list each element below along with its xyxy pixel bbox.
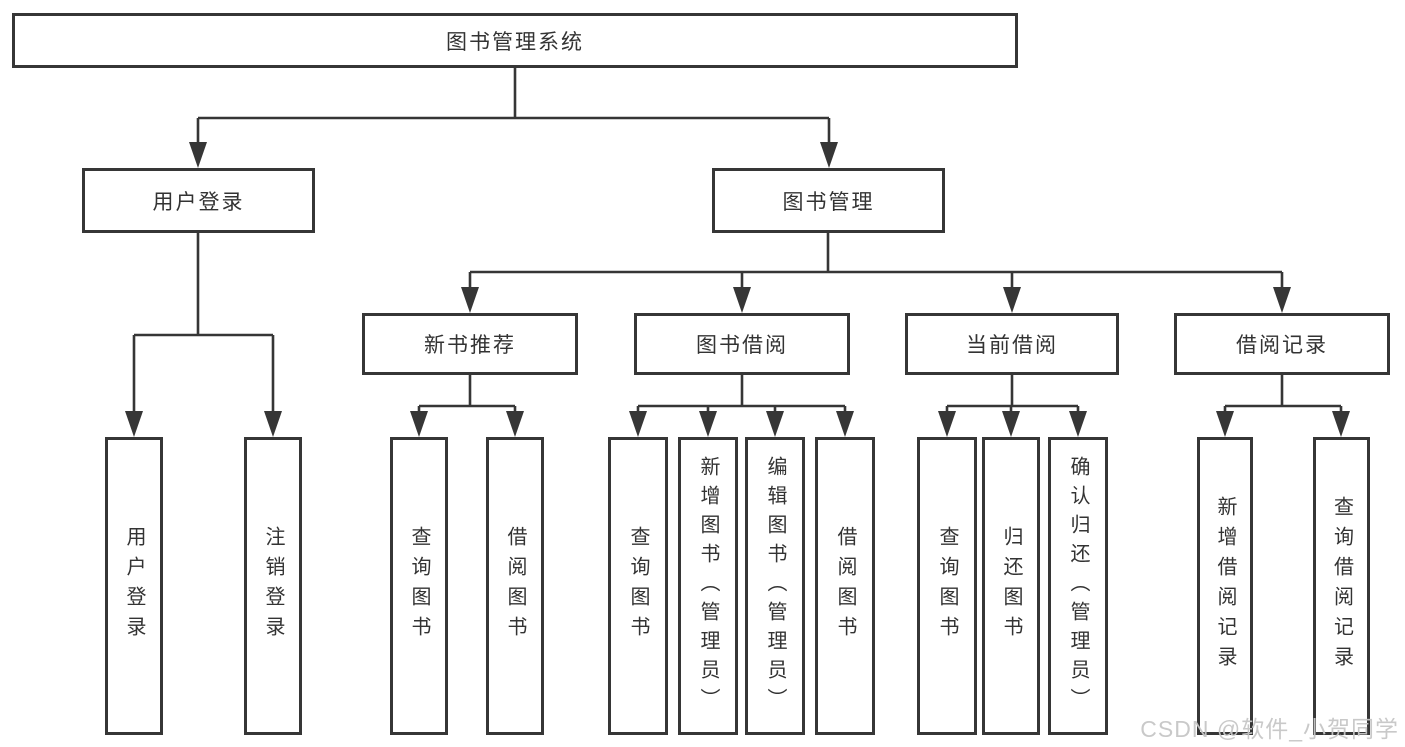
leaf-current-query-books-label: 查询图书 <box>936 526 958 646</box>
csdn-watermark: CSDN @软件_小贺同学 <box>1140 716 1399 742</box>
node-borrow-records-label: 借阅记录 <box>1236 334 1328 357</box>
node-user-login-label: 用户登录 <box>152 190 245 214</box>
node-book-mgmt: 图书管理 <box>712 168 945 233</box>
node-user-login: 用户登录 <box>82 168 315 233</box>
connector-root-to-level1 <box>189 68 838 168</box>
node-root: 图书管理系统 <box>12 13 1018 68</box>
leaf-records-query-label: 查询借阅记录 <box>1330 496 1353 676</box>
connector-userlogin-to-leaves <box>125 233 282 437</box>
node-borrow-records: 借阅记录 <box>1174 313 1390 375</box>
leaf-records-query: 查询借阅记录 <box>1313 437 1370 735</box>
leaf-borrow-edit-books-admin-label: 编辑图书（管理员） <box>764 455 786 717</box>
leaf-current-confirm-return-admin: 确认归还（管理员） <box>1048 437 1108 735</box>
node-current-borrow: 当前借阅 <box>905 313 1119 375</box>
leaf-current-return-books: 归还图书 <box>982 437 1040 735</box>
leaf-borrow-query-books: 查询图书 <box>608 437 668 735</box>
leaf-borrow-query-books-label: 查询图书 <box>627 526 649 646</box>
connector-records-to-leaves <box>1216 375 1350 437</box>
node-new-book-rec-label: 新书推荐 <box>424 334 516 357</box>
node-new-book-rec: 新书推荐 <box>362 313 578 375</box>
leaf-user-login: 用户登录 <box>105 437 163 735</box>
leaf-borrow-add-books-admin: 新增图书（管理员） <box>678 437 738 735</box>
leaf-borrow-borrow-books-label: 借阅图书 <box>834 526 856 646</box>
leaf-rec-query-books-label: 查询图书 <box>408 526 430 646</box>
leaf-records-add-label: 新增借阅记录 <box>1214 496 1236 676</box>
node-book-borrow-label: 图书借阅 <box>696 334 788 357</box>
leaf-current-confirm-return-admin-label: 确认归还（管理员） <box>1067 455 1089 717</box>
node-current-borrow-label: 当前借阅 <box>966 334 1058 357</box>
leaf-borrow-borrow-books: 借阅图书 <box>815 437 875 735</box>
node-root-label: 图书管理系统 <box>446 30 584 54</box>
leaf-logout: 注销登录 <box>244 437 302 735</box>
connector-newrec-to-leaves <box>410 375 524 437</box>
node-book-mgmt-label: 图书管理 <box>782 190 875 214</box>
leaf-records-add: 新增借阅记录 <box>1197 437 1253 735</box>
leaf-rec-borrow-books-label: 借阅图书 <box>504 526 526 646</box>
connector-borrow-to-leaves <box>629 375 854 437</box>
leaf-current-query-books: 查询图书 <box>917 437 977 735</box>
leaf-current-return-books-label: 归还图书 <box>1000 526 1022 646</box>
leaf-borrow-edit-books-admin: 编辑图书（管理员） <box>745 437 805 735</box>
leaf-rec-query-books: 查询图书 <box>390 437 448 735</box>
connector-current-to-leaves <box>938 375 1087 437</box>
leaf-borrow-add-books-admin-label: 新增图书（管理员） <box>697 455 719 717</box>
connector-bookmgmt-to-modules <box>461 233 1291 313</box>
leaf-user-login-label: 用户登录 <box>123 526 145 646</box>
leaf-logout-label: 注销登录 <box>262 526 284 646</box>
leaf-rec-borrow-books: 借阅图书 <box>486 437 544 735</box>
node-book-borrow: 图书借阅 <box>634 313 850 375</box>
